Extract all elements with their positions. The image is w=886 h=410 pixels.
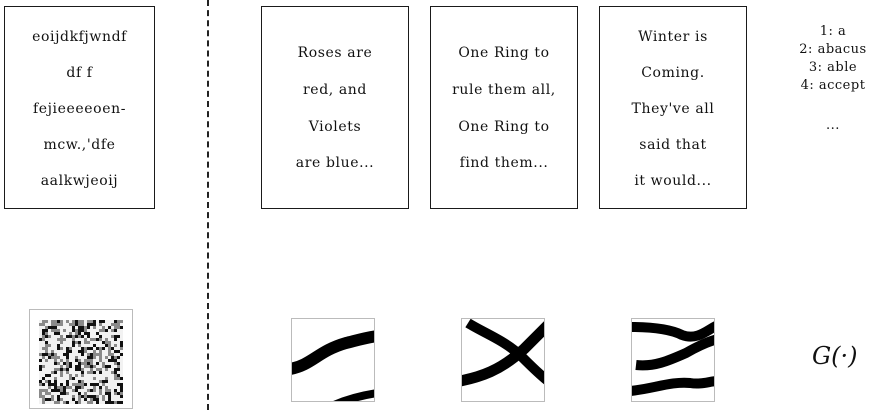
noise-pattern [30, 310, 133, 409]
card2-line-1: One Ring to [431, 45, 577, 61]
card3-line-3: They've all [600, 101, 746, 117]
stroke-pattern-2 [462, 319, 545, 402]
stroke-image-1 [291, 318, 375, 402]
card2-line-3: One Ring to [431, 119, 577, 135]
card3-line-2: Coming. [600, 65, 746, 81]
stroke-image-2 [461, 318, 545, 402]
function-label: G(·) [812, 342, 858, 370]
noise-image [29, 309, 133, 409]
stroke-image-3 [631, 318, 715, 402]
source-line-3: fejieeeeoen- [5, 101, 154, 117]
stroke-pattern-1 [292, 319, 375, 402]
source-text-card: eoijdkfjwndf df f fejieeeeoen- mcw.,'dfe… [4, 6, 155, 209]
stroke-pattern-3 [632, 319, 715, 402]
source-line-1: eoijdkfjwndf [5, 29, 154, 45]
source-line-5: aalkwjeoij [5, 173, 154, 189]
text-card-1: Roses are red, and Violets are blue... [261, 6, 409, 209]
card3-line-4: said that [600, 137, 746, 153]
card3-line-5: it would... [600, 173, 746, 189]
source-line-2: df f [5, 65, 154, 81]
card3-line-1: Winter is [600, 29, 746, 45]
vocab-entry-1: 1: a [780, 24, 886, 39]
card2-line-2: rule them all, [431, 82, 577, 98]
card1-line-1: Roses are [262, 45, 408, 61]
vocab-ellipsis: ... [780, 118, 886, 133]
card1-line-4: are blue... [262, 155, 408, 171]
text-card-3: Winter is Coming. They've all said that … [599, 6, 747, 209]
card1-line-3: Violets [262, 119, 408, 135]
vocab-entry-3: 3: able [780, 60, 886, 75]
card2-line-4: find them... [431, 155, 577, 171]
source-line-4: mcw.,'dfe [5, 137, 154, 153]
text-card-2: One Ring to rule them all, One Ring to f… [430, 6, 578, 209]
card1-line-2: red, and [262, 82, 408, 98]
vocab-entry-2: 2: abacus [780, 42, 886, 57]
vocab-entry-4: 4: accept [780, 78, 886, 93]
dashed-divider [207, 0, 209, 410]
